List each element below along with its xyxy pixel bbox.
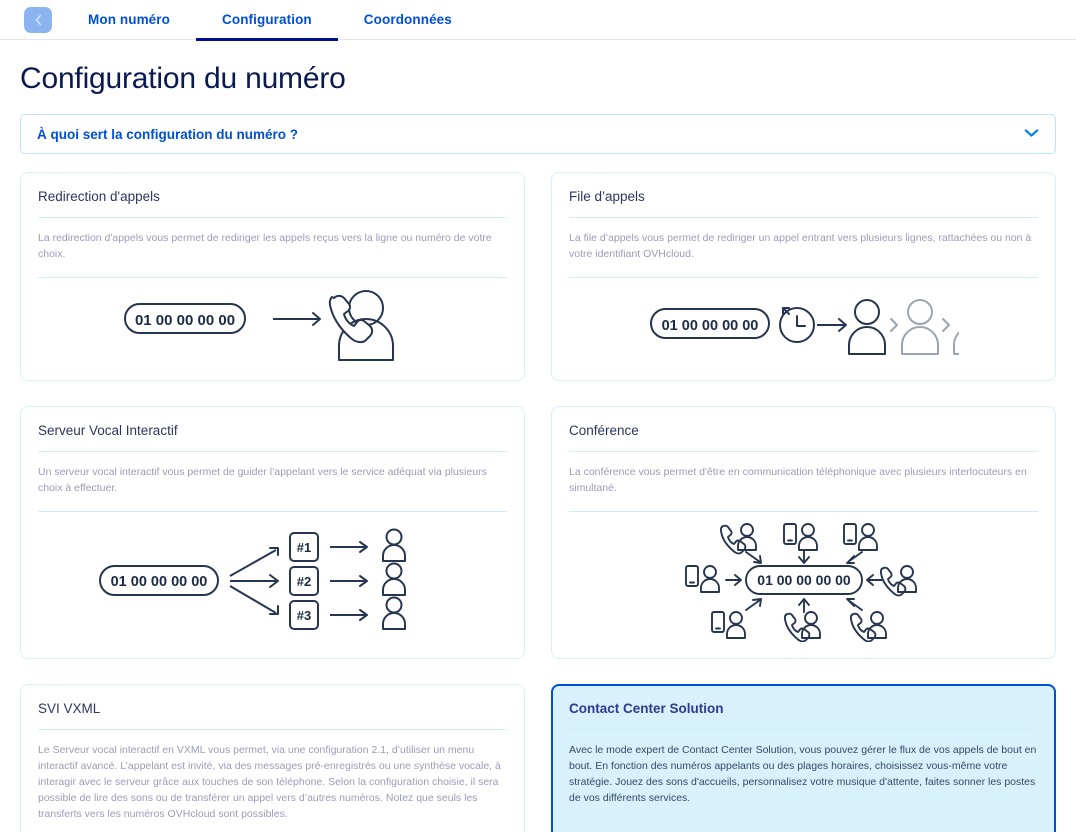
card-title: Conférence [569,422,639,438]
card-description: La conférence vous permet d'être en comm… [569,465,1027,494]
chevron-down-icon[interactable] [1024,125,1039,143]
card-divider [569,450,1038,452]
chevron-left-icon [34,14,43,26]
card-divider [569,510,1038,512]
card-divider [38,276,507,278]
conference-diagram: 01 00 00 00 00 [569,512,1038,648]
feature-card-ivr[interactable]: Serveur Vocal Interactif Un serveur voca… [20,405,525,659]
page-title: Configuration du numéro [20,62,346,95]
feature-card-call-forwarding[interactable]: Redirection d'appels La redirection d'ap… [20,172,525,381]
tab-label: Configuration [222,12,312,27]
ivr-key-label: #2 [296,574,310,589]
card-description: Un serveur vocal interactif vous permet … [38,465,487,494]
ivr-key-label: #1 [296,540,310,555]
call-forwarding-diagram: 01 00 00 00 00 [38,278,507,370]
tab-mon-numero[interactable]: Mon numéro [62,0,196,40]
top-tab-bar: Mon numéro Configuration Coordonnées [0,0,1076,41]
card-description: Avec le mode expert de Contact Center So… [569,743,1037,804]
card-title: Contact Center Solution [569,700,724,716]
page-body: Configuration du numéro À quoi sert la c… [0,62,1076,832]
card-divider [38,510,507,512]
phone-number-label: 01 00 00 00 00 [661,318,758,334]
phone-number-label: 01 00 00 00 00 [110,574,207,590]
card-divider [569,728,1038,730]
ivr-menu-diagram: 01 00 00 00 00 #1 #2 #3 [38,512,507,648]
feature-card-call-queue[interactable]: File d’appels La file d’appels vous perm… [551,172,1056,381]
card-description: La redirection d'appels vous permet de r… [38,232,492,260]
tab-configuration[interactable]: Configuration [196,0,338,41]
card-divider [38,217,507,218]
card-divider [38,728,507,730]
back-button[interactable] [24,6,52,33]
phone-number-label: 01 00 00 00 00 [757,572,851,588]
card-divider [569,217,1038,218]
card-divider [569,276,1038,278]
help-accordion[interactable]: À quoi sert la configuration du numéro ? [20,114,1056,154]
ivr-key-label: #3 [296,608,310,623]
tab-label: Mon numéro [88,12,170,27]
help-accordion-title: À quoi sert la configuration du numéro ? [37,126,299,142]
card-divider [38,450,507,452]
call-queue-diagram: 01 00 00 00 00 [569,278,1038,370]
tab-label: Coordonnées [363,12,452,27]
tab-coordonnees[interactable]: Coordonnées [338,0,478,40]
card-description: La file d’appels vous permet de redirige… [569,232,1032,260]
card-title: File d’appels [569,189,645,204]
card-title: SVI VXML [38,700,101,716]
feature-card-contact-center-solution[interactable]: Contact Center Solution Avec le mode exp… [551,683,1056,832]
card-title: Serveur Vocal Interactif [38,422,178,438]
feature-card-conference[interactable]: Conférence La conférence vous permet d'ê… [551,405,1056,659]
card-title: Redirection d'appels [38,189,160,204]
phone-number-label: 01 00 00 00 00 [134,312,234,329]
tab-list: Mon numéro Configuration Coordonnées [62,0,478,41]
feature-card-svi-vxml[interactable]: SVI VXML Le Serveur vocal interactif en … [20,683,525,832]
feature-card-grid: Redirection d'appels La redirection d'ap… [20,172,1056,832]
card-description: Le Serveur vocal interactif en VXML vous… [38,743,501,820]
